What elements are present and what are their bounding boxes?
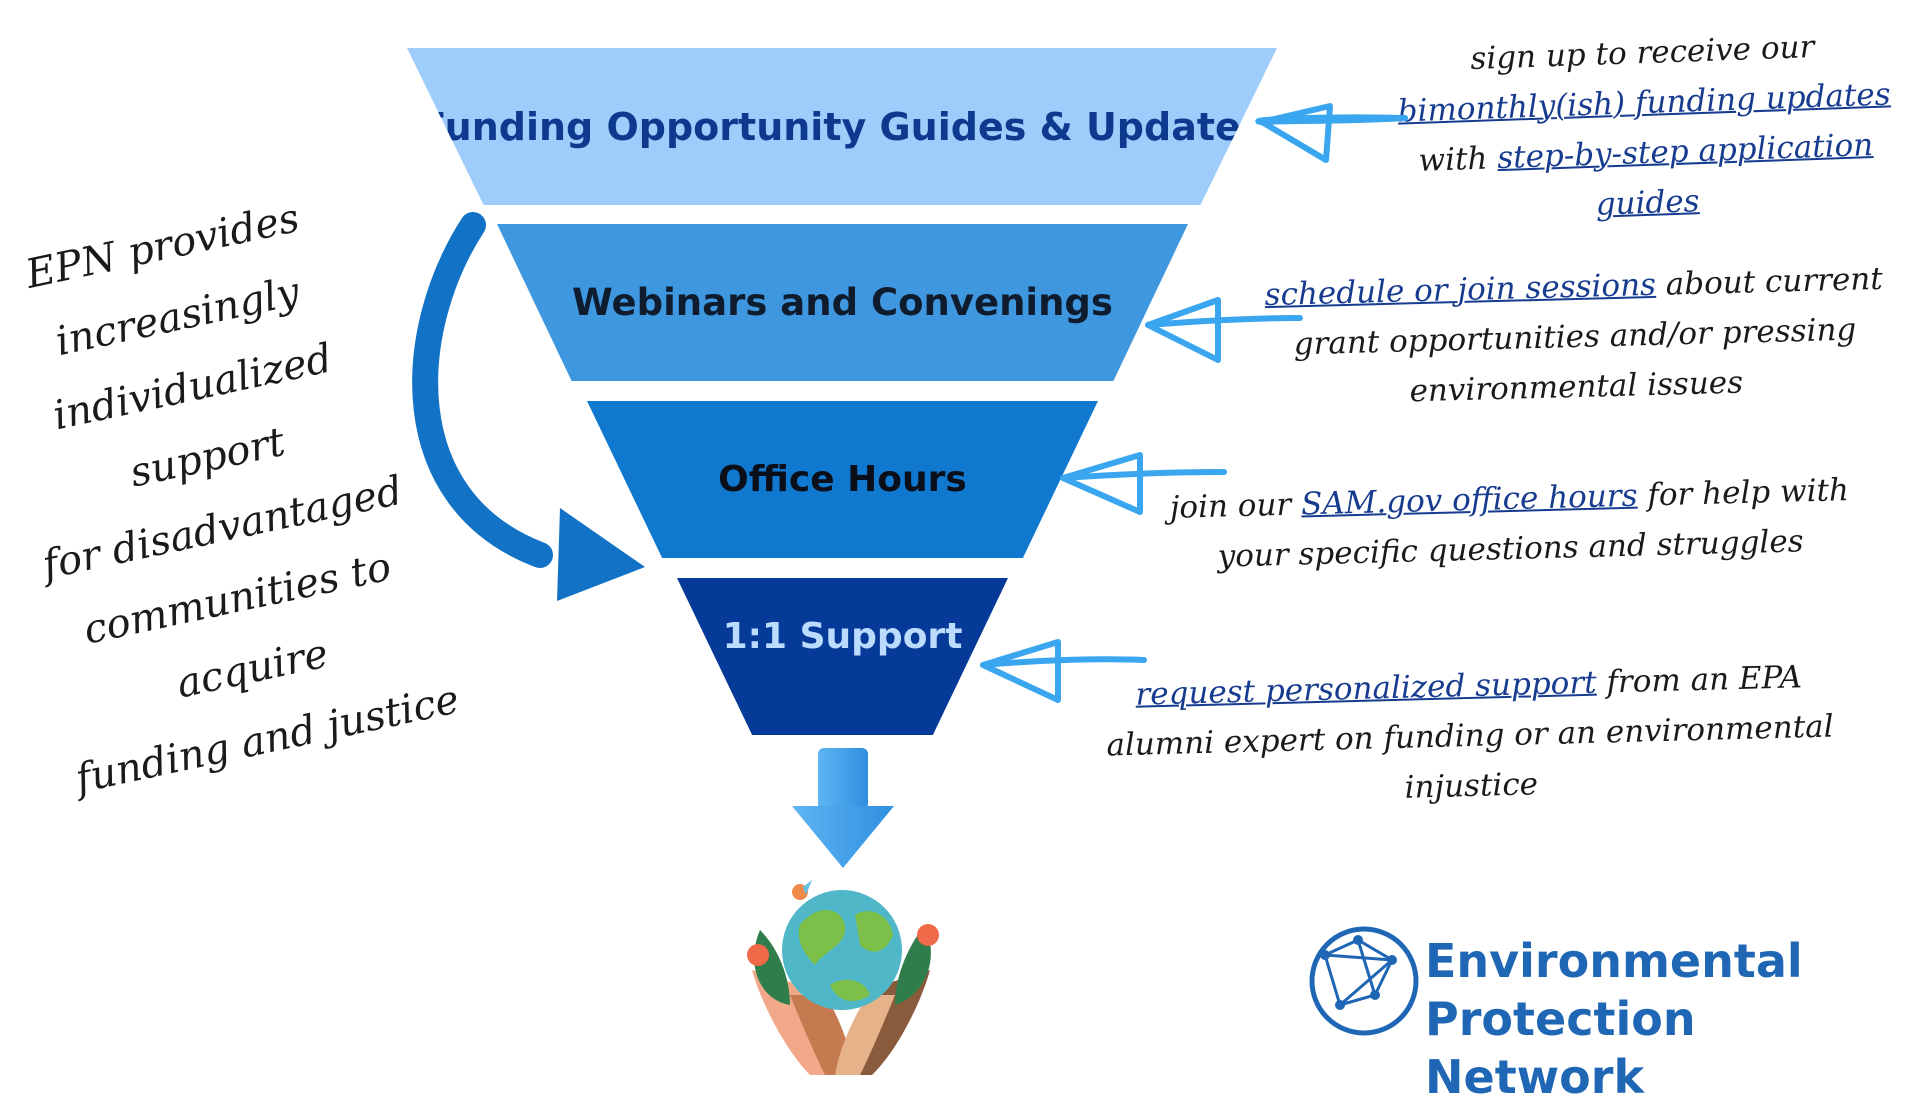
- funnel-tier-office-hours: Office Hours: [587, 401, 1098, 558]
- pointer-arrow-icon: [980, 639, 1147, 703]
- pointer-arrow-icon: [1145, 297, 1303, 363]
- diagram-graphics: [412, 103, 1419, 1075]
- logo-line: Environmental: [1425, 934, 1803, 988]
- tier-label: Funding Opportunity Guides & Updates: [420, 104, 1264, 149]
- earth-hands-icon: [747, 880, 939, 1075]
- logo-line: Protection Network: [1425, 992, 1696, 1104]
- funnel-tier-guides-updates: Funding Opportunity Guides & Updates: [407, 48, 1277, 205]
- tier-label: 1:1 Support: [722, 616, 963, 657]
- funnel-tier-webinars: Webinars and Convenings: [497, 224, 1188, 381]
- network-globe-icon: [1309, 926, 1419, 1036]
- tier-label: Webinars and Convenings: [572, 281, 1113, 324]
- pointer-arrow-icon: [1060, 452, 1227, 515]
- pointer-arrow-icon: [1255, 103, 1408, 163]
- curved-arrow-icon: [412, 212, 645, 601]
- tier-label: Office Hours: [718, 459, 967, 500]
- funnel-down-arrow-icon: [792, 748, 894, 868]
